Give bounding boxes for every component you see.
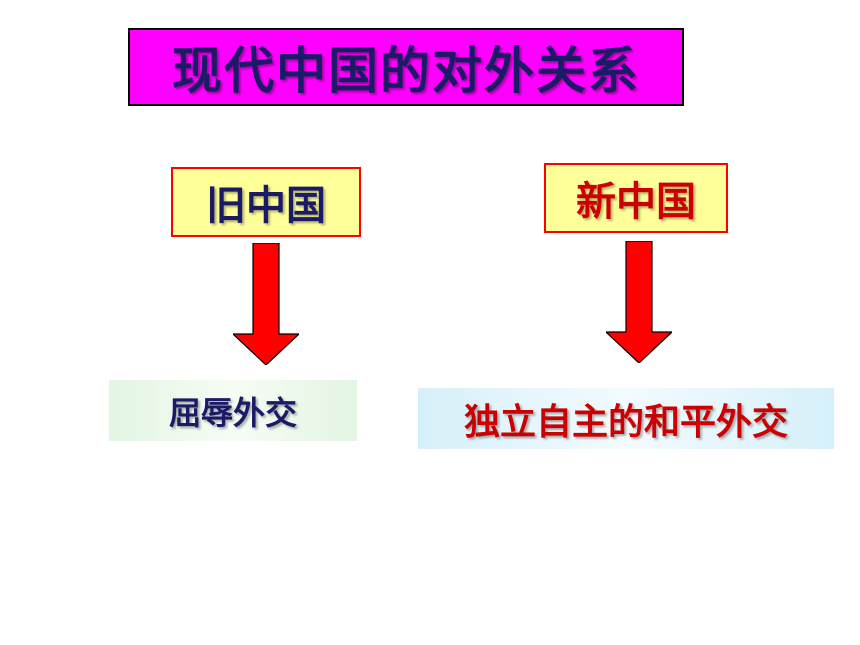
new-china-box: 新中国 [544,163,728,233]
page-title: 现代中国的对外关系 [172,42,640,100]
old-china-policy-box: 屈辱外交 [109,380,357,441]
old-china-box: 旧中国 [171,167,361,237]
new-china-policy: 独立自主的和平外交 [463,401,788,443]
down-arrow-icon [606,241,672,363]
old-china-policy: 屈辱外交 [168,393,297,432]
title-box: 现代中国的对外关系 [128,28,684,106]
new-china-label: 新中国 [576,179,696,225]
new-china-policy-box: 独立自主的和平外交 [418,388,834,449]
old-china-label: 旧中国 [206,183,326,229]
down-arrow-icon [233,243,299,365]
